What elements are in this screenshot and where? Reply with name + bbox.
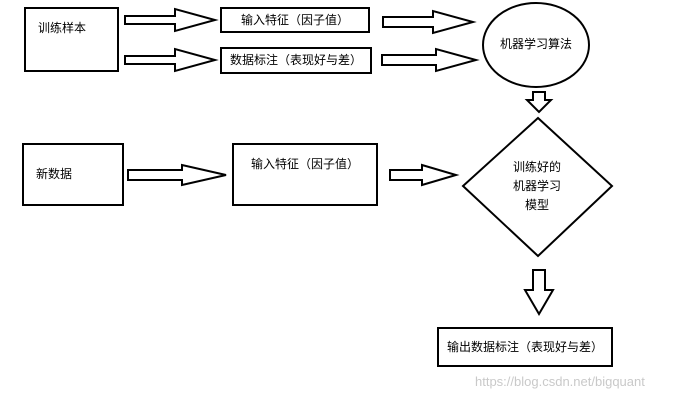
arrow-algorithm-to-model bbox=[524, 91, 554, 114]
arrow-samples-to-labels bbox=[124, 47, 219, 73]
training-samples-label: 训练样本 bbox=[38, 21, 87, 35]
ml-algorithm-ellipse bbox=[482, 2, 590, 88]
new-data-box: 新数据 bbox=[22, 143, 124, 206]
output-labels-box: 输出数据标注（表现好与差） bbox=[437, 327, 613, 367]
arrow-samples-to-features bbox=[124, 7, 219, 33]
training-samples-box: 训练样本 bbox=[24, 7, 119, 72]
arrow-features-to-model bbox=[389, 163, 460, 187]
trained-model-line3: 模型 bbox=[524, 198, 550, 212]
output-labels-label: 输出数据标注（表现好与差） bbox=[446, 339, 603, 354]
arrow-features-to-algorithm bbox=[382, 9, 477, 35]
input-features-label-top: 输入特征（因子值） bbox=[240, 12, 349, 27]
arrow-model-to-output bbox=[523, 269, 555, 316]
new-data-label: 新数据 bbox=[36, 167, 73, 181]
data-labels-box-top: 数据标注（表现好与差） bbox=[220, 47, 372, 74]
input-features-label-bottom: 输入特征（因子值） bbox=[250, 157, 359, 171]
input-features-box-top: 输入特征（因子值） bbox=[220, 7, 370, 33]
ml-algorithm-label: 机器学习算法 bbox=[499, 37, 573, 51]
watermark-url: https://blog.csdn.net/bigquant bbox=[475, 374, 645, 389]
data-labels-label-top: 数据标注（表现好与差） bbox=[229, 53, 362, 67]
arrow-newdata-to-features bbox=[127, 163, 227, 187]
trained-model-line1: 训练好的 bbox=[512, 160, 562, 174]
arrow-labels-to-algorithm bbox=[381, 47, 480, 73]
trained-model-line2: 机器学习 bbox=[512, 179, 562, 193]
trained-model-diamond bbox=[461, 116, 614, 258]
input-features-box-bottom: 输入特征（因子值） bbox=[232, 143, 378, 206]
